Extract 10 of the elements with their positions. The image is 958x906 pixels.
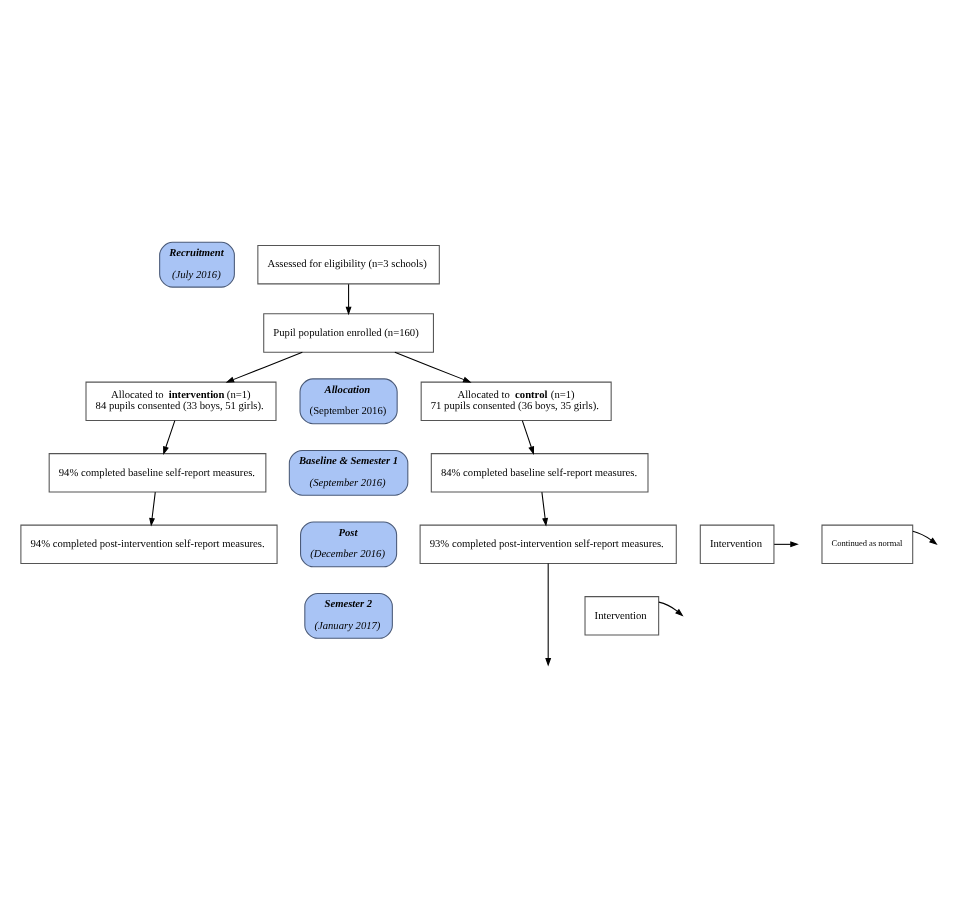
arrow: [912, 529, 938, 545]
arrow: [225, 350, 303, 382]
arrow: [658, 600, 684, 616]
arrow: [345, 282, 352, 315]
arrow: [545, 562, 552, 666]
arrow: [394, 350, 472, 382]
arrow: [521, 419, 535, 454]
arrow: [149, 490, 156, 526]
arrow: [163, 419, 176, 454]
arrow: [541, 490, 549, 526]
